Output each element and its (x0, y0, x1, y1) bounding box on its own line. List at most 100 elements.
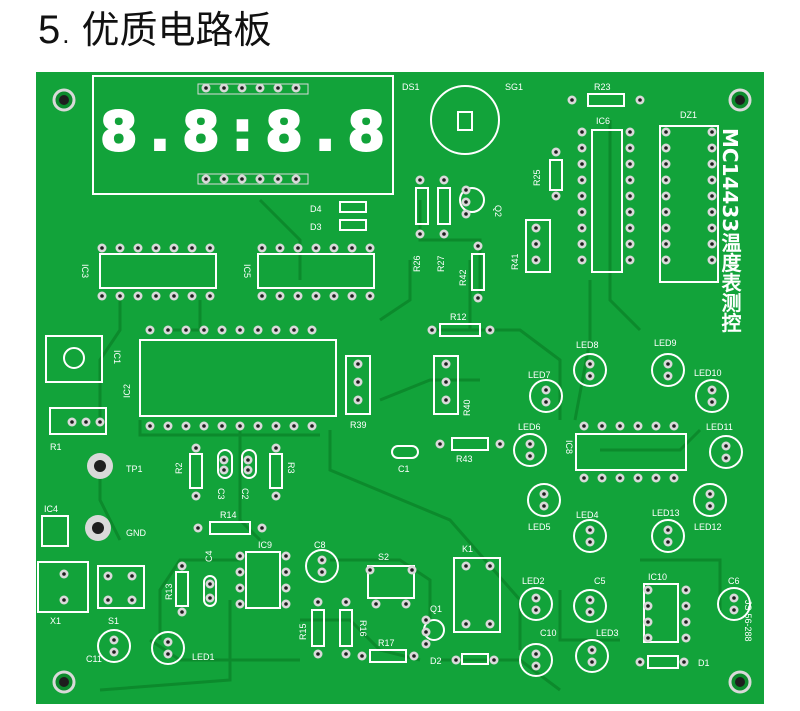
solder-pad-hole (580, 194, 584, 198)
solder-pad-hole (664, 146, 668, 150)
solder-pad-hole (544, 388, 548, 392)
solder-pad-hole (570, 98, 574, 102)
solder-pad-hole (222, 458, 226, 462)
solder-pad-hole (294, 86, 298, 90)
terminal-x1: X1 (37, 561, 89, 626)
label-led4: LED4 (576, 510, 599, 520)
solder-pad-hole (588, 362, 592, 366)
labels-c11-led1: C11 LED1 (86, 652, 215, 664)
solder-pad-hole (554, 194, 558, 198)
solder-pad-hole (534, 226, 538, 230)
label-k1: K1 (462, 544, 473, 554)
solder-pad-hole (184, 328, 188, 332)
label-r41: R41 (510, 253, 520, 270)
solder-pad-hole (296, 246, 300, 250)
resistor-r13: R13 (164, 571, 189, 607)
label-led10: LED10 (694, 368, 722, 378)
solder-pad-hole (238, 424, 242, 428)
label-s2: S2 (378, 552, 389, 562)
label-r42: R42 (458, 269, 468, 286)
solder-pad-hole (180, 610, 184, 614)
solder-pad-hole (356, 398, 360, 402)
solder-pad-hole (424, 642, 428, 646)
solder-pad-hole (260, 526, 264, 530)
solder-pad-hole (554, 150, 558, 154)
solder-pad-hole (732, 596, 736, 600)
solder-pad-hole (204, 86, 208, 90)
solder-pad-hole (582, 424, 586, 428)
solder-pad-hole (154, 294, 158, 298)
solder-pad-hole (464, 212, 468, 216)
solder-pad-hole (528, 454, 532, 458)
label-x1: X1 (50, 616, 61, 626)
solder-pad-hole (442, 178, 446, 182)
label-led12: LED12 (694, 522, 722, 532)
solder-pad-hole (684, 588, 688, 592)
solder-pad-hole (292, 328, 296, 332)
part-ic4: IC4 (41, 504, 69, 547)
label-d4: D4 (310, 204, 322, 214)
solder-pad-hole (106, 598, 110, 602)
solder-pad-hole (664, 210, 668, 214)
label-c4: C4 (204, 550, 214, 562)
label-c3: C3 (216, 488, 226, 500)
ic-ic6: IC6 (591, 116, 623, 273)
solder-pad-hole (666, 540, 670, 544)
solder-pad-hole (664, 162, 668, 166)
solder-pad-hole (320, 570, 324, 574)
solder-pad-hole (646, 620, 650, 624)
label-ic1: IC1 (112, 350, 122, 364)
solder-pad-hole (166, 640, 170, 644)
label-c1: C1 (398, 464, 410, 474)
label-r3: R3 (286, 462, 296, 474)
solder-pad-hole (194, 494, 198, 498)
solder-pad-hole (184, 424, 188, 428)
solder-pad-hole (296, 294, 300, 298)
solder-pad-hole (476, 244, 480, 248)
solder-pad-hole (732, 608, 736, 612)
solder-pad-hole (260, 294, 264, 298)
solder-pad-hole (444, 380, 448, 384)
label-led5: LED5 (528, 522, 551, 532)
resistor-r25: R25 (532, 159, 563, 191)
solder-pad-hole (278, 246, 282, 250)
label-r39: R39 (350, 420, 367, 430)
solder-pad-hole (664, 130, 668, 134)
solder-pad-hole (710, 162, 714, 166)
solder-pad-hole (628, 258, 632, 262)
solder-pad-hole (294, 177, 298, 181)
label-c8: C8 (314, 540, 326, 550)
labels-r15-r16-r17-q1-d2: R15 R16 R17 Q1 D2 (298, 604, 442, 666)
solder-pad-hole (710, 194, 714, 198)
solder-pad-hole (708, 504, 712, 508)
solder-pad-hole (130, 574, 134, 578)
solder-pad-hole (710, 178, 714, 182)
solder-pad-hole (534, 258, 538, 262)
ic-ic3: IC3 (80, 253, 217, 289)
solder-pad-hole (638, 660, 642, 664)
solder-pad-hole (202, 424, 206, 428)
solder-pad-hole (154, 246, 158, 250)
solder-pad-hole (70, 420, 74, 424)
label-r27: R27 (436, 255, 446, 272)
solder-pad-hole (368, 568, 372, 572)
solder-pad-hole (204, 177, 208, 181)
solder-pad-hole (84, 420, 88, 424)
solder-pad-hole (534, 608, 538, 612)
solder-pad-hole (100, 294, 104, 298)
solder-pad-hole (580, 242, 584, 246)
solder-pad-hole (684, 604, 688, 608)
solder-pad-hole (276, 86, 280, 90)
solder-pad-hole (360, 654, 364, 658)
solder-pad-hole (316, 600, 320, 604)
ic-ic9: IC9 (245, 540, 281, 609)
solder-pad-hole (580, 162, 584, 166)
label-c5: C5 (594, 576, 606, 586)
label-q1: Q1 (430, 604, 442, 614)
solder-pad-hole (424, 618, 428, 622)
solder-pad-hole (638, 98, 642, 102)
solder-pad-hole (208, 582, 212, 586)
solder-pad-hole (258, 86, 262, 90)
solder-pad-hole (424, 630, 428, 634)
solder-pad-hole (580, 226, 584, 230)
